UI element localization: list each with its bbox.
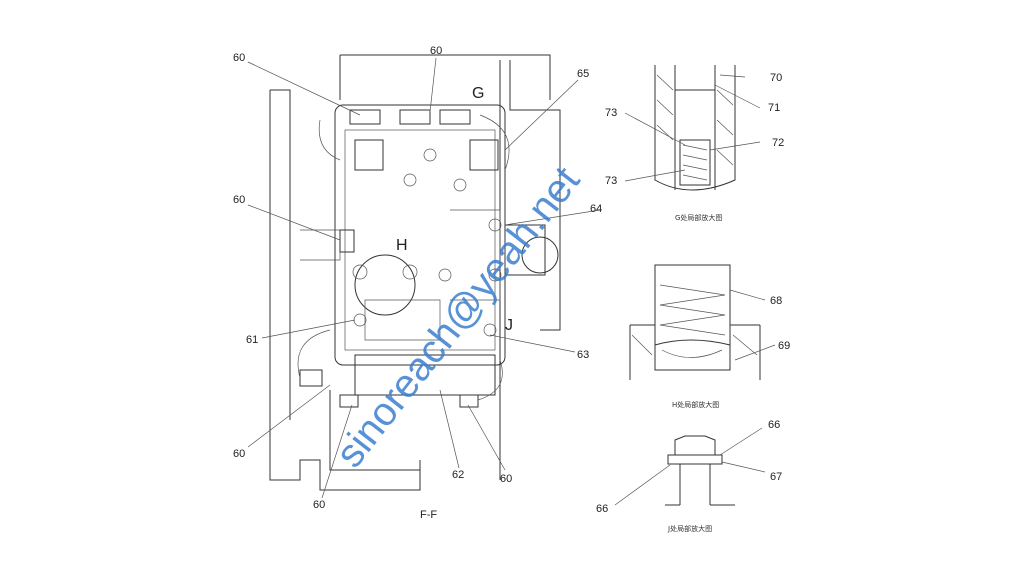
callout-67: 67 — [770, 471, 782, 483]
main-callouts: 60 60 65 60 64 61 63 60 60 62 60 — [233, 45, 602, 511]
section-label: F-F — [420, 509, 437, 521]
callout-65: 65 — [577, 68, 589, 80]
detail-j-caption: J处局部放大图 — [667, 524, 712, 533]
detail-j-drawing — [614, 427, 766, 506]
callout-62: 62 — [452, 469, 464, 481]
watermark: sinoreach@yeah.net — [327, 159, 588, 476]
callout-60: 60 — [430, 45, 442, 57]
main-view-drawing — [269, 54, 561, 491]
callout-64: 64 — [590, 203, 602, 215]
callout-61: 61 — [246, 334, 258, 346]
callout-60: 60 — [233, 52, 245, 64]
detail-h-drawing — [629, 264, 776, 380]
callout-60: 60 — [313, 499, 325, 511]
callout-60: 60 — [233, 194, 245, 206]
region-label-h: H — [396, 237, 408, 254]
callout-68: 68 — [770, 295, 782, 307]
detail-g-caption: G处局部放大图 — [675, 213, 722, 222]
callout-72: 72 — [772, 137, 784, 149]
detail-g-drawing — [624, 65, 761, 191]
detail-h-caption: H处局部放大图 — [672, 400, 719, 409]
callout-73: 73 — [605, 107, 617, 119]
callout-73: 73 — [605, 175, 617, 187]
callout-70: 70 — [770, 72, 782, 84]
callout-63: 63 — [577, 349, 589, 361]
callout-66: 66 — [596, 503, 608, 515]
region-label-j: J — [505, 317, 513, 334]
callout-71: 71 — [768, 102, 780, 114]
callout-60: 60 — [233, 448, 245, 460]
callout-60: 60 — [500, 473, 512, 485]
region-label-g: G — [472, 85, 484, 102]
callout-66: 66 — [768, 419, 780, 431]
callout-69: 69 — [778, 340, 790, 352]
